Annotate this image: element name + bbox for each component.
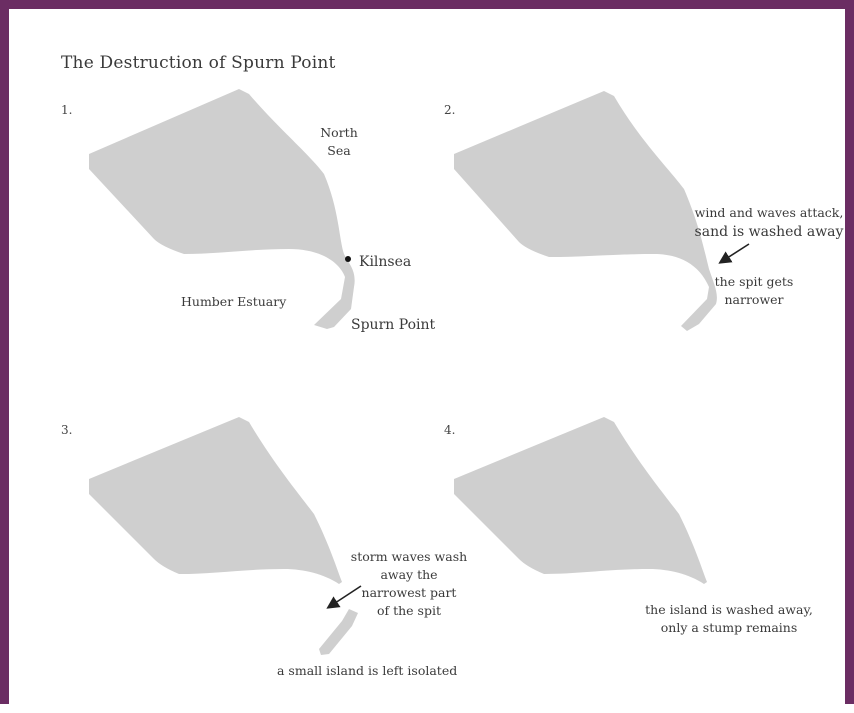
kilnsea-label: Kilnsea — [359, 254, 412, 270]
page-title: The Destruction of Spurn Point — [61, 53, 336, 73]
attack-label-line1: wind and waves attack, — [694, 205, 844, 220]
island-label: a small island is left isolated — [277, 663, 458, 678]
attack-arrow — [718, 243, 750, 264]
storm-label-line2: away the — [380, 567, 438, 582]
humber-estuary-label: Humber Estuary — [181, 294, 287, 309]
landmass-panel-3 — [89, 417, 342, 584]
panel-number-2: 2. — [444, 103, 456, 117]
north-sea-label-line2: Sea — [327, 143, 351, 158]
panel-number-4: 4. — [444, 423, 456, 437]
panel-number-1: 1. — [61, 103, 73, 117]
narrower-label-line1: the spit gets — [714, 274, 794, 289]
attack-label-line2: sand is washed away — [694, 224, 844, 240]
north-sea-label-line1: North — [320, 125, 358, 140]
storm-arrow — [326, 585, 362, 609]
storm-label-line4: of the spit — [376, 603, 441, 618]
landmass-panel-2 — [454, 91, 717, 331]
spit-diagrams — [89, 89, 750, 655]
panel-number-3: 3. — [61, 423, 73, 437]
spurn-point-label: Spurn Point — [351, 317, 436, 333]
storm-label-line3: narrowest part — [361, 585, 457, 600]
narrower-label-line2: narrower — [724, 292, 784, 307]
storm-label-line1: storm waves wash — [350, 549, 468, 564]
washed-away-label-line1: the island is washed away, — [645, 602, 813, 617]
landmass-panel-4 — [454, 417, 707, 584]
washed-away-label-line2: only a stump remains — [660, 620, 798, 635]
isolated-island — [319, 609, 358, 655]
kilnsea-marker — [345, 256, 351, 262]
landmass-panel-1 — [89, 89, 355, 329]
